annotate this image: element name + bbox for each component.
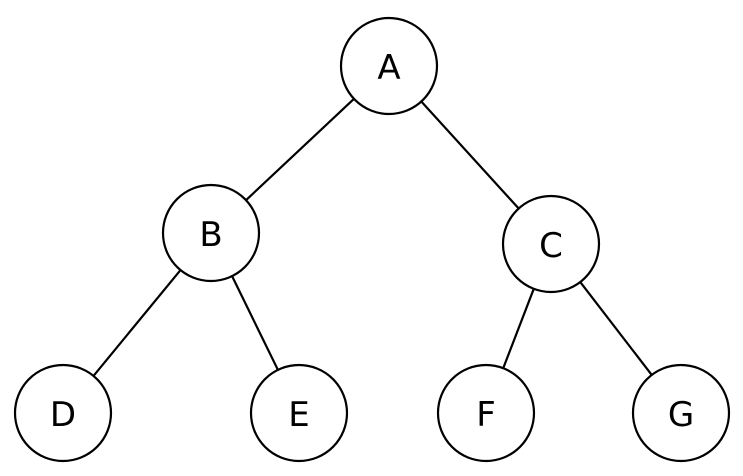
node-b-circle (161, 183, 261, 283)
edges (92, 98, 653, 377)
node-d-circle (13, 363, 113, 463)
edge-b-d (92, 269, 182, 377)
node-g-label: G (668, 395, 694, 435)
node-d-label: D (50, 395, 76, 435)
edge-c-g (579, 281, 653, 376)
edge-c-f (502, 288, 535, 369)
nodes: A B C D E F G (13, 16, 731, 463)
edge-a-c (420, 100, 520, 210)
node-f-label: F (476, 395, 496, 435)
node-f: F (436, 363, 536, 463)
node-b: B (161, 183, 261, 283)
node-e-circle (249, 363, 349, 463)
node-a-label: A (377, 48, 400, 88)
node-g: G (631, 363, 731, 463)
edge-a-b (245, 98, 355, 201)
node-e-label: E (288, 395, 309, 435)
node-b-label: B (199, 215, 222, 255)
node-a: A (339, 16, 439, 116)
node-c: C (501, 194, 601, 294)
node-f-circle (436, 363, 536, 463)
node-c-circle (501, 194, 601, 294)
node-e: E (249, 363, 349, 463)
node-a-circle (339, 16, 439, 116)
node-g-circle (631, 363, 731, 463)
node-c-label: C (539, 226, 563, 266)
node-d: D (13, 363, 113, 463)
edge-b-e (231, 275, 279, 371)
